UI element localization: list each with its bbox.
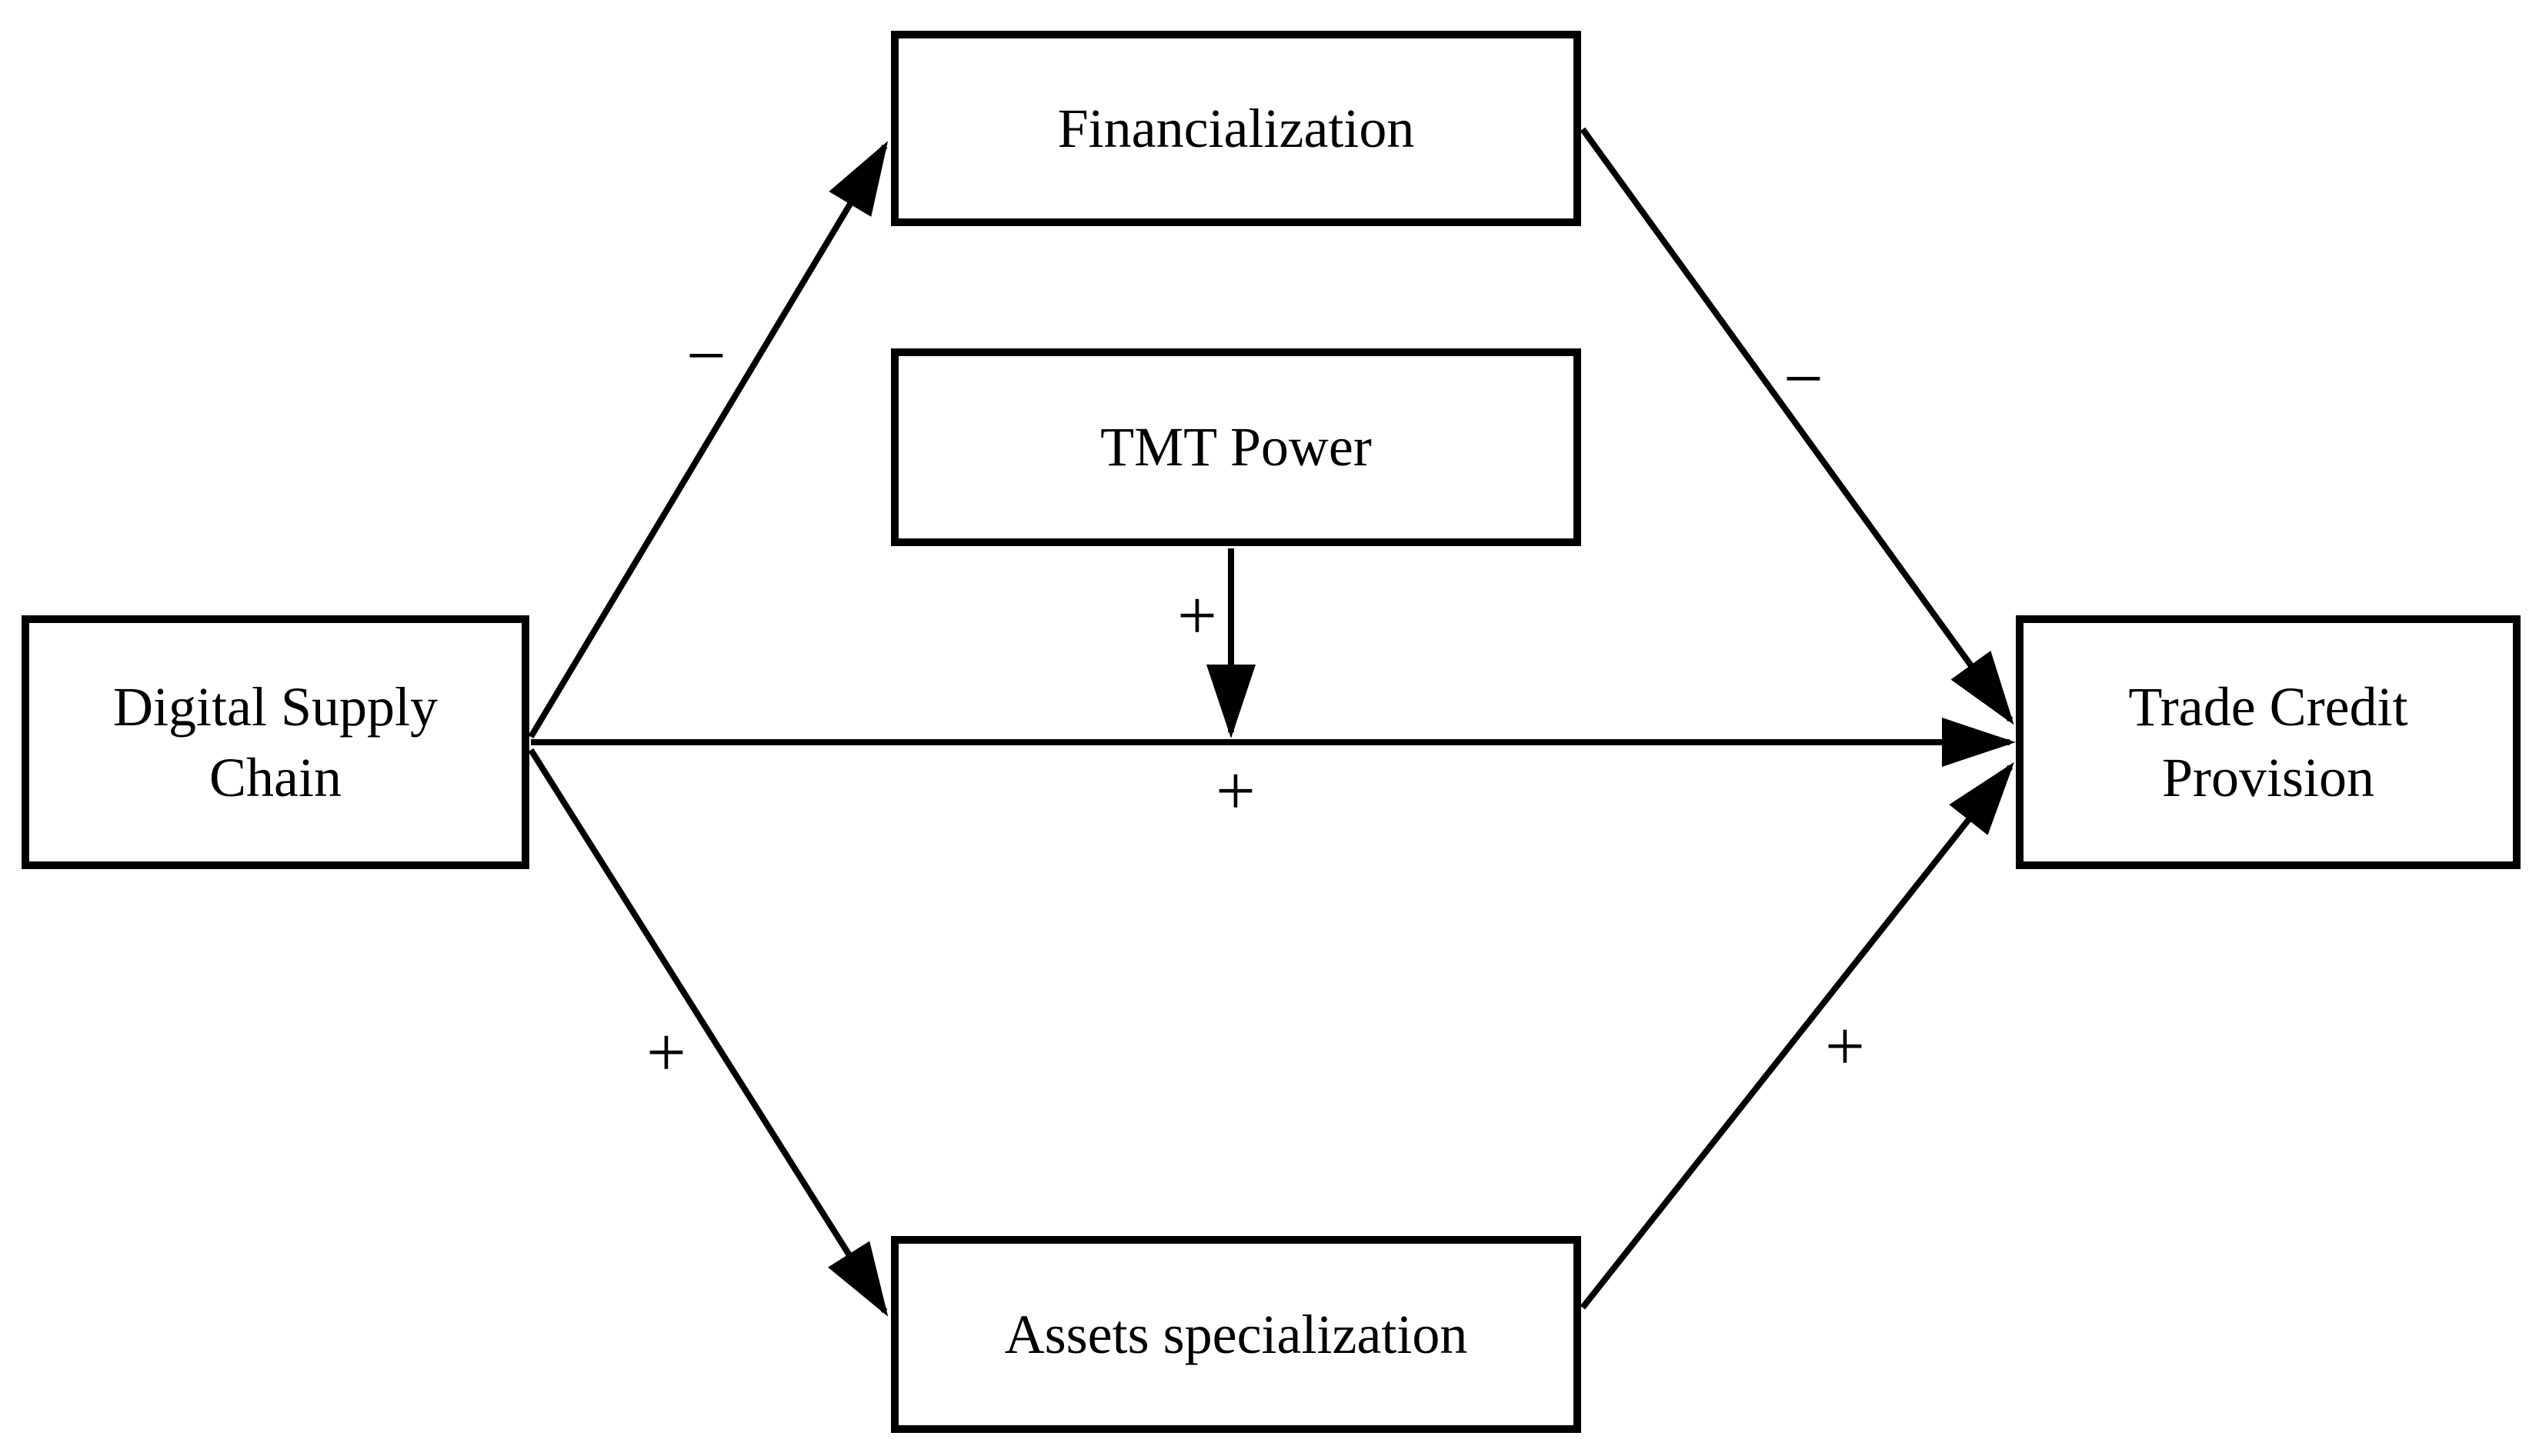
node-digital-supply-chain: Digital Supply Chain [22, 615, 529, 869]
node-digital-supply-chain-label: Digital Supply Chain [112, 675, 438, 808]
edge-sign-dsc-financialization: − [686, 316, 726, 395]
edge-sign-dsc-tcp: + [1216, 751, 1256, 830]
edge-sign-tmt-moderation: + [1177, 576, 1217, 655]
edge-sign-assets-tcp: + [1825, 1007, 1865, 1085]
node-trade-credit-provision: Trade Credit Provision [2016, 615, 2521, 869]
node-trade-credit-provision-label: Trade Credit Provision [2128, 675, 2408, 808]
node-financialization: Financialization [891, 31, 1581, 226]
arrow-assets-to-tcp [1580, 761, 2014, 1310]
arrow-dsc-to-financialization [528, 141, 889, 739]
edge-sign-financialization-tcp: − [1783, 339, 1823, 418]
arrow-dsc-to-assets [528, 748, 889, 1317]
arrow-financialization-to-tcp [1580, 127, 2014, 725]
node-assets-specialization: Assets specialization [891, 1236, 1581, 1433]
edge-sign-dsc-assets: + [646, 1013, 686, 1091]
node-financialization-label: Financialization [1057, 97, 1415, 159]
node-tmt-power: TMT Power [891, 348, 1581, 546]
node-tmt-power-label: TMT Power [1100, 416, 1372, 478]
node-assets-specialization-label: Assets specialization [1004, 1303, 1468, 1365]
